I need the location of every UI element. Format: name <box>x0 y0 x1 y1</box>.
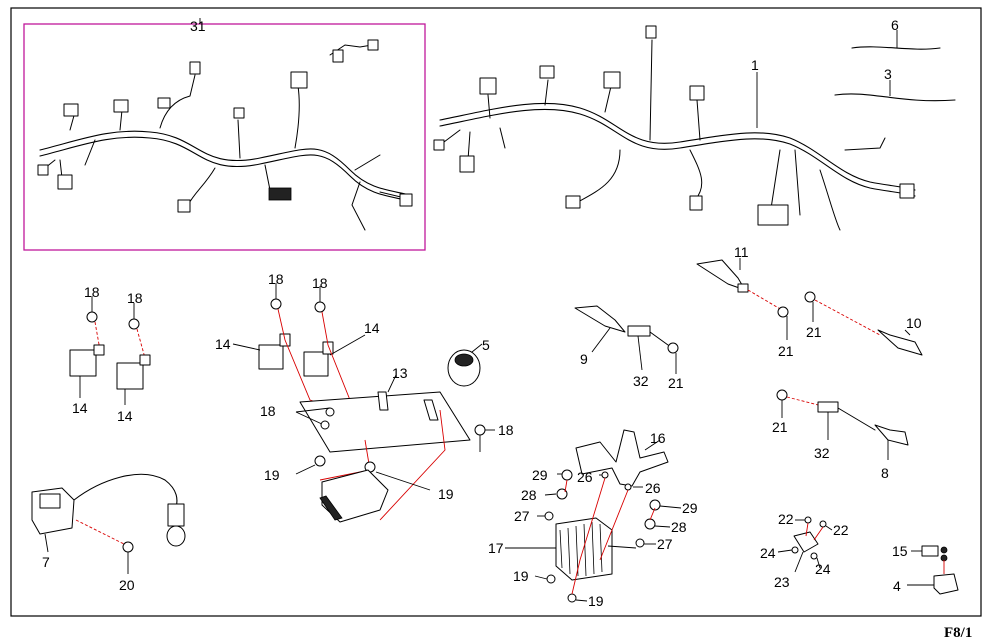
callout-7: 7 <box>42 554 50 570</box>
callout-10: 10 <box>906 315 922 331</box>
callout-14a: 14 <box>72 400 88 416</box>
callout-24b: 24 <box>815 561 831 577</box>
callout-15: 15 <box>892 543 908 559</box>
callout-18b: 18 <box>127 290 143 306</box>
wire-harness-assembly-31: 31 <box>23 18 426 251</box>
callout-21b: 21 <box>806 324 822 340</box>
callout-18c: 18 <box>268 271 284 287</box>
callout-19d: 19 <box>588 593 604 609</box>
turn-signal-10: 21 21 10 <box>777 291 923 359</box>
callout-32a: 32 <box>633 373 649 389</box>
callout-16: 16 <box>650 430 666 446</box>
part-4-15: 15 4 <box>892 543 959 595</box>
callout-27a: 27 <box>514 508 530 524</box>
turn-signal-8: 21 32 8 <box>772 389 909 481</box>
callout-23: 23 <box>774 574 790 590</box>
callout-28b: 28 <box>671 519 687 535</box>
callout-29a: 29 <box>532 467 548 483</box>
callout-18a: 18 <box>84 284 100 300</box>
callout-1: 1 <box>751 57 759 73</box>
callout-17: 17 <box>488 540 504 556</box>
callout-14d: 14 <box>364 320 380 336</box>
switch-assembly-23: 22 22 24 24 23 <box>760 511 849 590</box>
callout-14b: 14 <box>117 408 133 424</box>
callout-19a: 19 <box>264 467 280 483</box>
callout-18e: 18 <box>260 403 276 419</box>
callout-21d: 21 <box>772 419 788 435</box>
callout-14c: 14 <box>215 336 231 352</box>
wire-harness-1: 1 <box>433 25 916 231</box>
callout-18d: 18 <box>312 275 328 291</box>
callout-32b: 32 <box>814 445 830 461</box>
turn-signal-11: 11 <box>696 244 783 311</box>
callout-26b: 26 <box>645 480 661 496</box>
callout-5: 5 <box>482 337 490 353</box>
callout-6: 6 <box>891 17 899 33</box>
callout-26a: 26 <box>577 469 593 485</box>
callout-27b: 27 <box>657 536 673 552</box>
callout-31: 31 <box>190 18 206 34</box>
callout-22b: 22 <box>833 522 849 538</box>
subassembly-box <box>23 23 426 251</box>
callout-13: 13 <box>392 365 408 381</box>
callout-22a: 22 <box>778 511 794 527</box>
callout-3: 3 <box>884 66 892 82</box>
callout-28a: 28 <box>521 487 537 503</box>
callout-19c: 19 <box>513 568 529 584</box>
callout-4: 4 <box>893 578 901 594</box>
loose-wires: 6 3 <box>834 17 956 102</box>
callout-20: 20 <box>119 577 135 593</box>
turn-signal-9: 9 32 21 <box>574 305 684 391</box>
diagram-frame <box>10 7 982 617</box>
callout-9: 9 <box>580 351 588 367</box>
callout-18f: 18 <box>498 422 514 438</box>
callout-21a: 21 <box>778 343 794 359</box>
callout-29b: 29 <box>682 500 698 516</box>
callout-21c: 21 <box>668 375 684 391</box>
bracket-assembly: 18 18 14 14 13 5 18 18 19 19 <box>215 271 514 523</box>
callout-8: 8 <box>881 465 889 481</box>
callout-19b: 19 <box>438 486 454 502</box>
page-code: F8/1 <box>944 625 972 641</box>
ignition-coil-7: 7 20 <box>31 473 186 593</box>
callout-11: 11 <box>734 244 749 260</box>
regulator-assembly: 16 29 26 26 28 29 27 28 27 17 19 19 <box>488 429 698 609</box>
relay-group-left: 18 18 14 14 <box>69 284 151 424</box>
callout-24a: 24 <box>760 545 776 561</box>
